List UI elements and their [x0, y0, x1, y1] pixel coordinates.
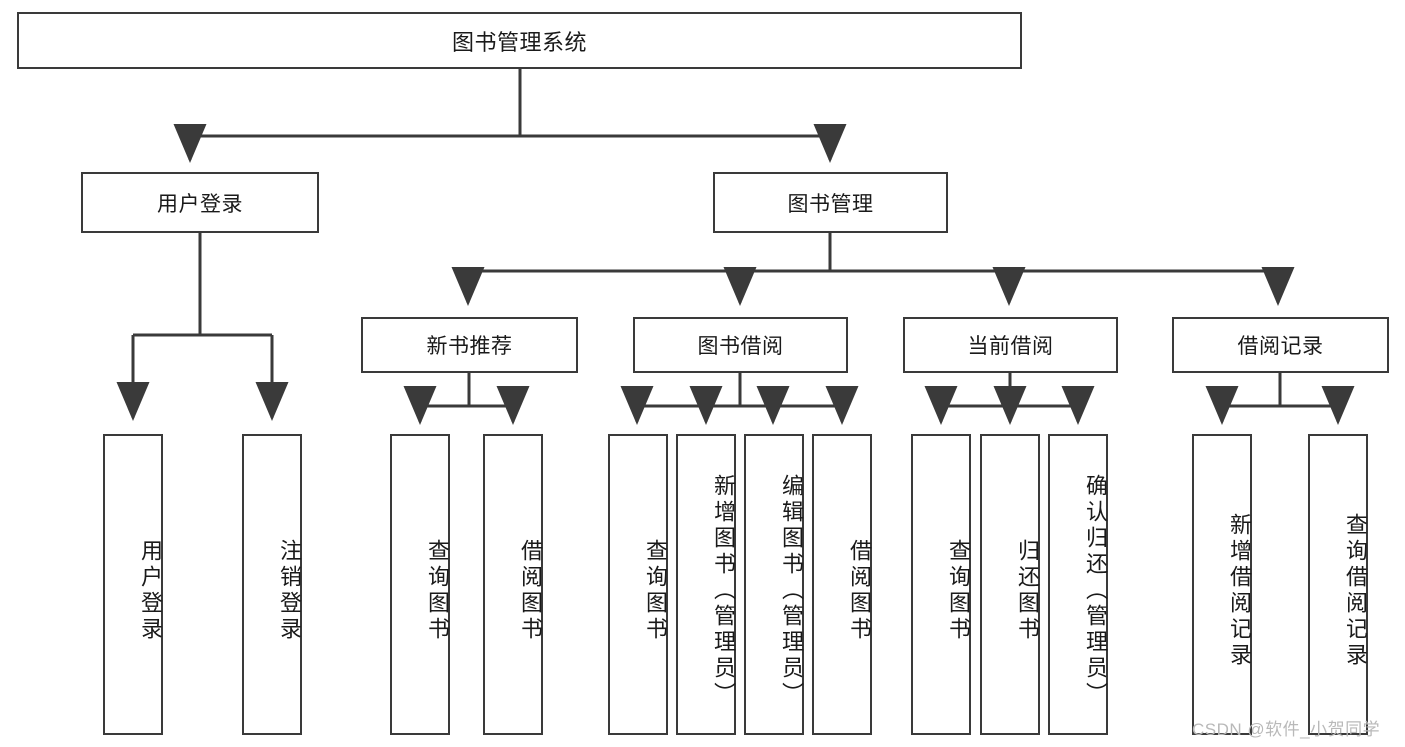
- leaf-current-borrow-return-books[interactable]: 归还图书: [980, 434, 1040, 735]
- node-label: 图书管理系统: [451, 29, 587, 55]
- node-label: 借阅图书: [518, 538, 543, 643]
- node-label: 新书推荐: [426, 335, 513, 358]
- node-root-book-management-system[interactable]: 图书管理系统: [17, 12, 1022, 69]
- leaf-user-login-login[interactable]: 用户登录: [103, 434, 163, 735]
- leaf-book-borrow-query-books[interactable]: 查询图书: [608, 434, 668, 735]
- node-current-borrowing[interactable]: 当前借阅: [903, 317, 1118, 373]
- leaf-new-book-borrow-books[interactable]: 借阅图书: [483, 434, 543, 735]
- node-label: 查询借阅记录: [1343, 512, 1368, 669]
- node-label: 新增图书（管理员）: [711, 473, 736, 708]
- node-label: 图书借阅: [697, 335, 784, 358]
- leaf-borrow-record-add-record[interactable]: 新增借阅记录: [1192, 434, 1252, 735]
- node-label: 归还图书: [1015, 538, 1040, 643]
- node-label: 用户登录: [157, 192, 243, 216]
- leaf-current-borrow-query-books[interactable]: 查询图书: [911, 434, 971, 735]
- node-label: 当前借阅: [967, 335, 1054, 358]
- node-label: 查询图书: [425, 538, 450, 643]
- node-label: 编辑图书（管理员）: [779, 473, 804, 708]
- leaf-book-borrow-borrow-books[interactable]: 借阅图书: [812, 434, 872, 735]
- node-label: 用户登录: [138, 538, 163, 643]
- leaf-user-login-logout[interactable]: 注销登录: [242, 434, 302, 735]
- node-book-management[interactable]: 图书管理: [713, 172, 948, 233]
- node-label: 注销登录: [277, 538, 302, 643]
- leaf-borrow-record-query-record[interactable]: 查询借阅记录: [1308, 434, 1368, 735]
- node-label: 图书管理: [787, 192, 874, 216]
- node-label: 确认归还（管理员）: [1083, 473, 1108, 708]
- node-label: 查询图书: [946, 538, 971, 643]
- node-new-book-recommendation[interactable]: 新书推荐: [361, 317, 578, 373]
- leaf-book-borrow-edit-book-admin[interactable]: 编辑图书（管理员）: [744, 434, 804, 735]
- node-label: 新增借阅记录: [1227, 512, 1252, 669]
- leaf-new-book-query-books[interactable]: 查询图书: [390, 434, 450, 735]
- node-book-borrowing[interactable]: 图书借阅: [633, 317, 848, 373]
- leaf-book-borrow-add-book-admin[interactable]: 新增图书（管理员）: [676, 434, 736, 735]
- leaf-current-borrow-confirm-return-admin[interactable]: 确认归还（管理员）: [1048, 434, 1108, 735]
- node-user-login[interactable]: 用户登录: [81, 172, 319, 233]
- node-label: 借阅记录: [1237, 335, 1324, 358]
- node-label: 借阅图书: [847, 538, 872, 643]
- node-label: 查询图书: [643, 538, 668, 643]
- watermark-text: CSDN @软件_小贺同学: [1192, 720, 1381, 739]
- node-borrowing-records[interactable]: 借阅记录: [1172, 317, 1389, 373]
